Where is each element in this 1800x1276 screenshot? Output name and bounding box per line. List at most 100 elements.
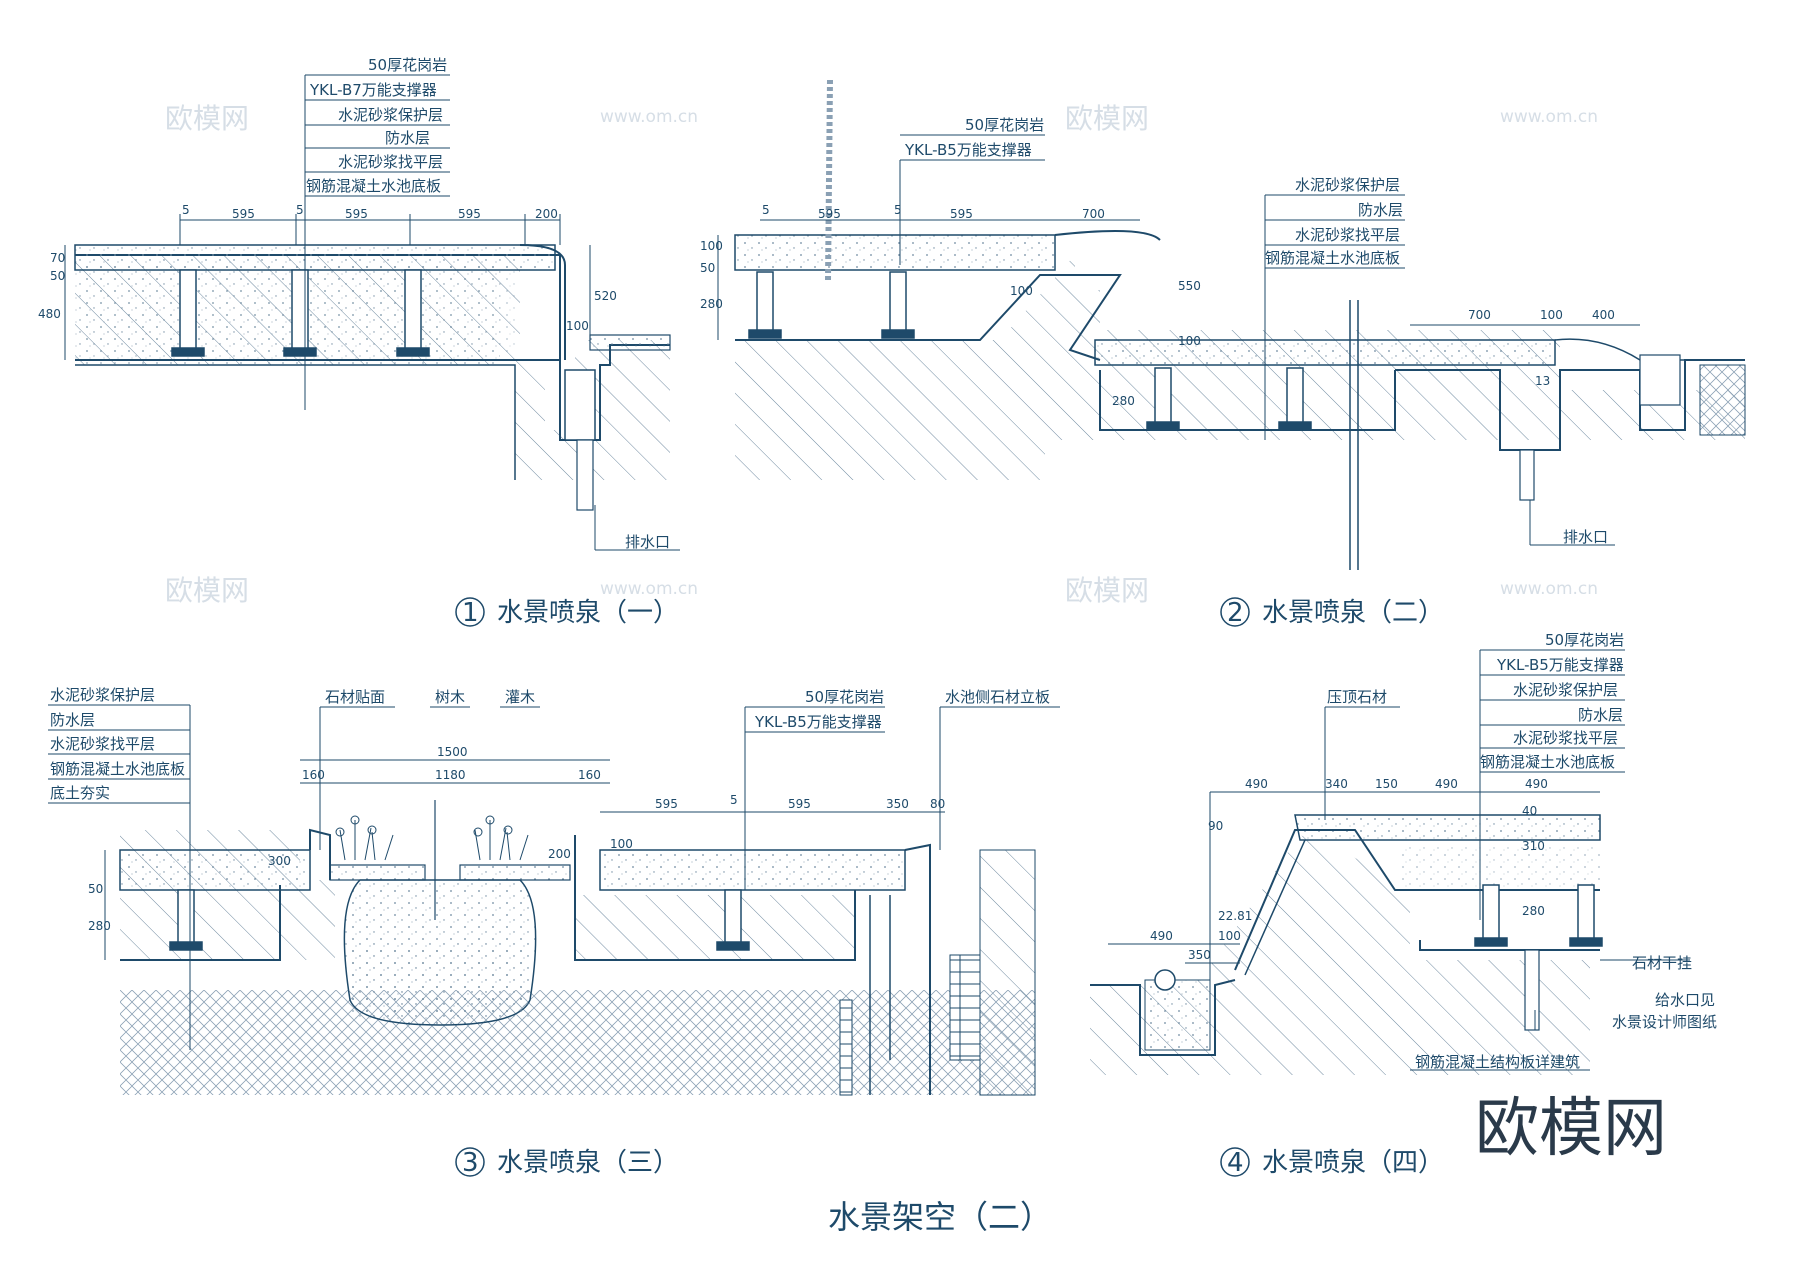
dim-label: 50 xyxy=(88,882,103,896)
layer-label: YKL-B5万能支撑器 xyxy=(1496,656,1624,674)
section-title: 水景喷泉（三） xyxy=(497,1148,679,1178)
dim-label: 100 xyxy=(610,837,633,851)
section-1-drawing xyxy=(64,74,680,551)
layer-label: 防水层 xyxy=(1358,201,1403,219)
layer-label: YKL-B5万能支撑器 xyxy=(904,141,1032,159)
dim-label: 350 xyxy=(1188,948,1211,962)
dim-label: 280 xyxy=(1522,904,1545,918)
layer-label: 底土夯实 xyxy=(50,784,110,802)
dim-label: 480 xyxy=(38,307,61,321)
dim-label: 520 xyxy=(594,289,617,303)
dim-label: 280 xyxy=(1112,394,1135,408)
top-label: 树木 xyxy=(435,688,465,706)
dim-label: 490 xyxy=(1525,777,1548,791)
dim-label: 490 xyxy=(1435,777,1458,791)
dim-label: 595 xyxy=(232,207,255,221)
dim-label: 100 xyxy=(1218,929,1241,943)
dim-label: 40 xyxy=(1522,804,1537,818)
dim-label: 22.81 xyxy=(1218,909,1252,923)
section-1-labels: 50厚花岗岩 YKL-B7万能支撑器 水泥砂浆保护层 防水层 水泥砂浆找平层 钢… xyxy=(38,56,679,628)
dim-label: 200 xyxy=(548,847,571,861)
dim-label: 700 xyxy=(1082,207,1105,221)
dim-label: 5 xyxy=(762,203,770,217)
top-label: 石材贴面 xyxy=(325,688,385,706)
layer-label: YKL-B7万能支撑器 xyxy=(309,81,437,99)
watermark-layer: 欧模网 www.om.cn 欧模网 www.om.cn 欧模网 www.om.c… xyxy=(165,102,1598,607)
section-4-labels: 50厚花岗岩 YKL-B5万能支撑器 水泥砂浆保护层 防水层 水泥砂浆找平层 钢… xyxy=(1150,631,1717,1178)
section-3-labels: 水泥砂浆保护层 防水层 水泥砂浆找平层 钢筋混凝土水池底板 底土夯实 石材贴面 … xyxy=(50,686,1050,1178)
section-number-circle xyxy=(455,597,485,627)
section-title: 水景喷泉（二） xyxy=(1262,598,1444,628)
dim-label: 5 xyxy=(894,203,902,217)
layer-label: 水泥砂浆找平层 xyxy=(338,153,443,171)
corner-brand-watermark: 欧模网 xyxy=(1475,1092,1667,1166)
dim-label: 150 xyxy=(1375,777,1398,791)
dim-label: 50 xyxy=(50,269,65,283)
dim-label: 490 xyxy=(1150,929,1173,943)
section-number-circle xyxy=(1220,597,1250,627)
section-number: 4 xyxy=(1227,1148,1244,1178)
section-title: 水景喷泉（一） xyxy=(497,598,679,628)
top-label: 灌木 xyxy=(505,688,535,706)
dim-label: 310 xyxy=(1522,839,1545,853)
layer-label: 防水层 xyxy=(1578,706,1623,724)
dim-label: 280 xyxy=(700,297,723,311)
dim-label: 160 xyxy=(578,768,601,782)
layer-label: 水泥砂浆找平层 xyxy=(50,735,155,753)
section-number: 2 xyxy=(1227,598,1244,628)
dim-label: 13 xyxy=(1535,374,1550,388)
section-number-circle xyxy=(1220,1147,1250,1177)
layer-label: 水泥砂浆保护层 xyxy=(50,686,155,704)
layer-label: 水泥砂浆保护层 xyxy=(1513,681,1618,699)
dim-label: 50 xyxy=(700,261,715,275)
watermark-site: www.om.cn xyxy=(1500,579,1598,599)
dim-label: 5 xyxy=(296,203,304,217)
dim-label: 5 xyxy=(182,203,190,217)
dim-label: 595 xyxy=(818,207,841,221)
dim-label: 280 xyxy=(88,919,111,933)
dim-label: 90 xyxy=(1208,819,1223,833)
section-number-circle xyxy=(455,1147,485,1177)
section-number: 3 xyxy=(462,1148,479,1178)
dim-label: 5 xyxy=(730,793,738,807)
top-label: 50厚花岗岩 xyxy=(805,688,884,706)
callout-drain: 排水口 xyxy=(1563,528,1608,546)
layer-label: 防水层 xyxy=(50,711,95,729)
layer-label: 水泥砂浆保护层 xyxy=(338,106,443,124)
dim-label: 595 xyxy=(788,797,811,811)
layer-label: 50厚花岗岩 xyxy=(965,116,1044,134)
dim-label: 80 xyxy=(930,797,945,811)
top-label: YKL-B5万能支撑器 xyxy=(754,713,882,731)
dim-label: 1500 xyxy=(437,745,468,759)
page-title: 水景架空（二） xyxy=(828,1198,1052,1236)
dim-label: 100 xyxy=(566,319,589,333)
layer-label: 水泥砂浆找平层 xyxy=(1513,729,1618,747)
dim-label: 595 xyxy=(345,207,368,221)
dim-label: 340 xyxy=(1325,777,1348,791)
dim-label: 100 xyxy=(1178,334,1201,348)
dim-label: 300 xyxy=(268,854,291,868)
top-label: 水池侧石材立板 xyxy=(945,688,1050,706)
dim-label: 100 xyxy=(700,239,723,253)
dim-label: 350 xyxy=(886,797,909,811)
section-2-drawing xyxy=(717,79,1746,570)
section-3-drawing xyxy=(48,704,1060,1096)
dim-label: 490 xyxy=(1245,777,1268,791)
watermark-brand: 欧模网 xyxy=(165,102,249,135)
watermark-brand: 欧模网 xyxy=(165,574,249,607)
dim-label: 160 xyxy=(302,768,325,782)
dim-label: 100 xyxy=(1540,308,1563,322)
dim-label: 70 xyxy=(50,251,65,265)
layer-label: 防水层 xyxy=(385,129,430,147)
dim-label: 550 xyxy=(1178,279,1201,293)
watermark-site: www.om.cn xyxy=(600,579,698,599)
layer-label: 水泥砂浆找平层 xyxy=(1295,226,1400,244)
layer-label: 钢筋混凝土水池底板 xyxy=(50,760,185,778)
dim-label: 1180 xyxy=(435,768,466,782)
dim-label: 595 xyxy=(950,207,973,221)
section-4-drawing xyxy=(1090,649,1690,1075)
layer-label: 钢筋混凝土水池底板 xyxy=(1480,753,1615,771)
dim-label: 200 xyxy=(535,207,558,221)
watermark-brand: 欧模网 xyxy=(1065,574,1149,607)
